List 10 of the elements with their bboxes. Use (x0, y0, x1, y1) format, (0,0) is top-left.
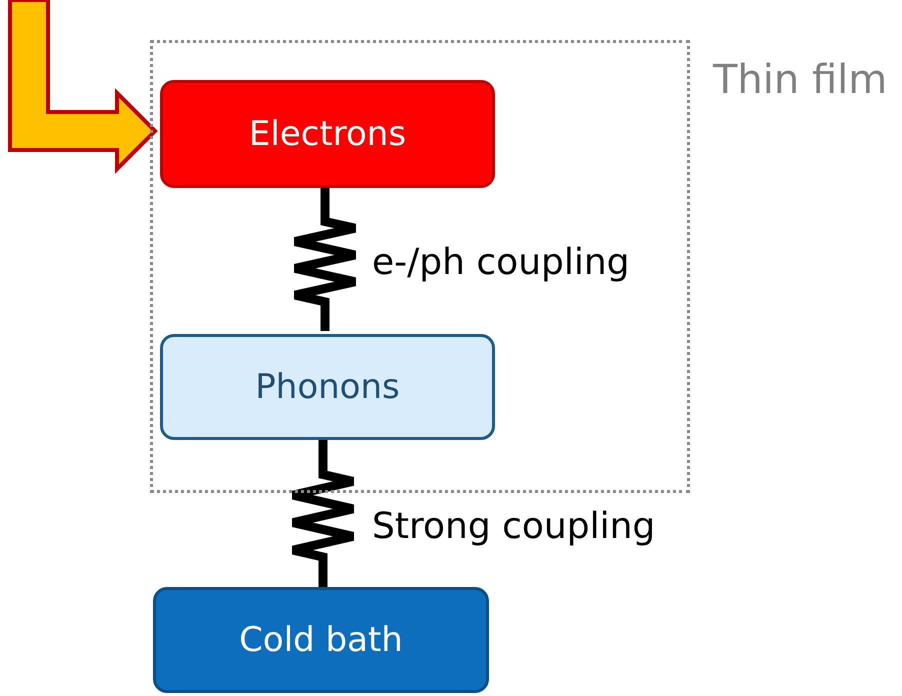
box-label: Electrons (248, 114, 406, 154)
edge-label: e-/ph coupling (372, 242, 630, 283)
box-label: Phonons (255, 367, 400, 407)
process-box (160, 334, 495, 440)
process-box (160, 80, 495, 188)
region-title: Thin film (713, 57, 888, 103)
box-label: Cold bath (239, 620, 403, 660)
block-arrow (8, 0, 158, 174)
edge-label: Strong coupling (372, 506, 656, 547)
process-box (153, 587, 489, 693)
